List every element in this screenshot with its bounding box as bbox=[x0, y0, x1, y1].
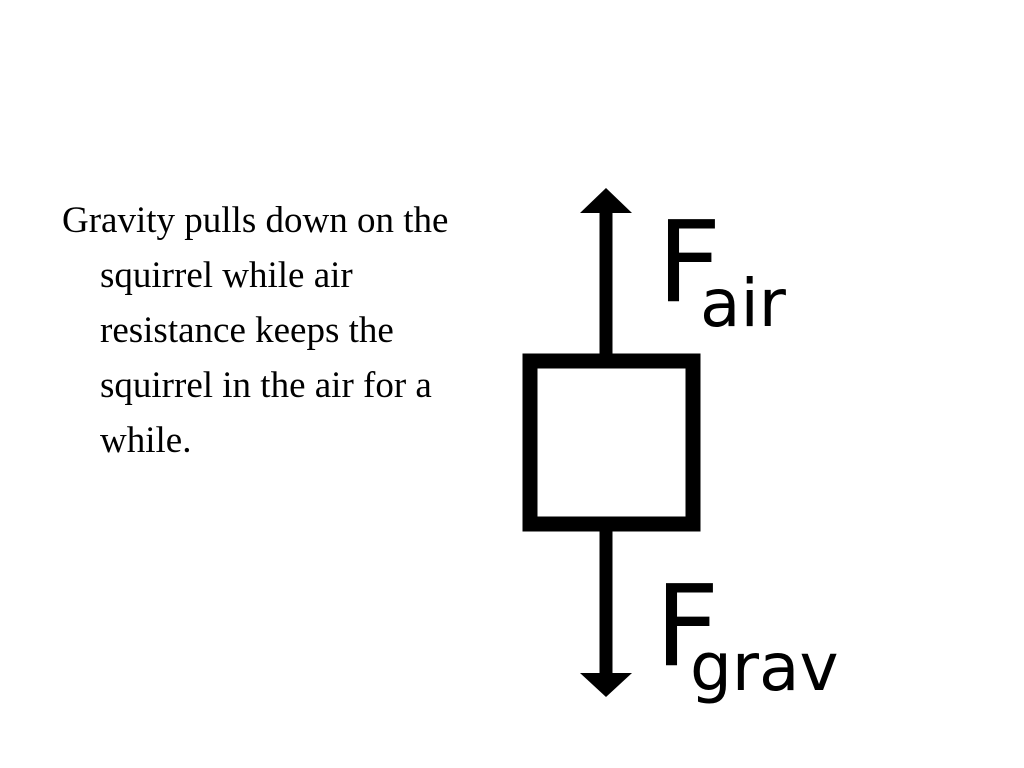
gravity-arrow bbox=[580, 531, 632, 697]
object-box bbox=[522, 353, 701, 532]
air-resistance-arrow bbox=[580, 188, 632, 354]
gravity-force-label: F grav bbox=[655, 562, 839, 706]
air-force-symbol: F bbox=[657, 198, 721, 328]
description-text: Gravity pulls down on the squirrel while… bbox=[62, 200, 449, 461]
gravity-force-subscript: grav bbox=[690, 629, 839, 706]
gravity-force-symbol: F bbox=[655, 562, 719, 692]
air-force-subscript: air bbox=[700, 265, 787, 342]
air-force-label: F air bbox=[657, 198, 787, 342]
